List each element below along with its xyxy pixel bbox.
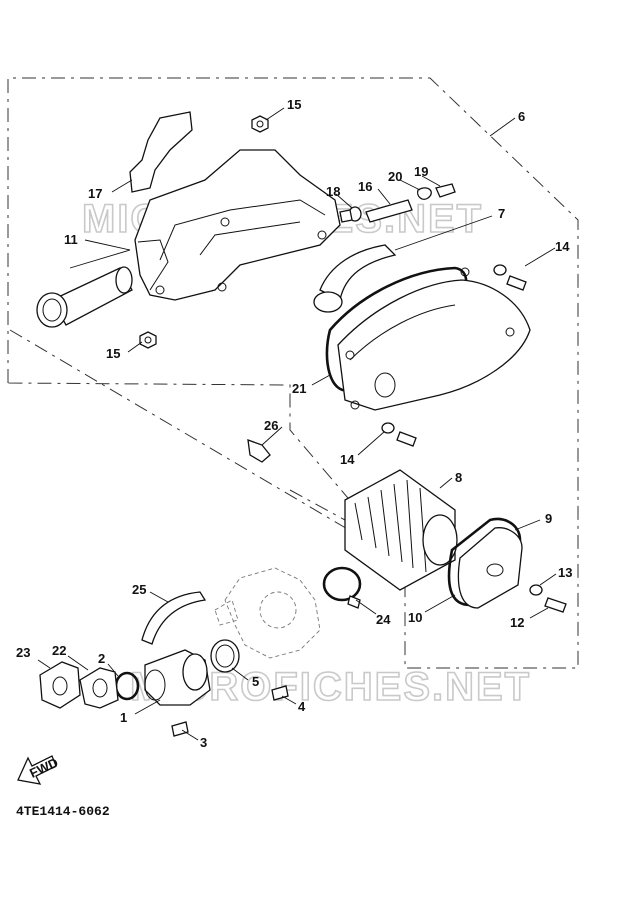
hose-26 [141, 591, 207, 645]
intake-joint-11 [36, 266, 133, 328]
label-part-17: 17 [88, 186, 102, 201]
fitting-18 [339, 206, 362, 223]
label-part-16: 16 [358, 179, 372, 194]
leader-lines [37, 107, 557, 741]
plate-17 [129, 111, 193, 193]
gasket-24 [39, 661, 81, 709]
label-part-4: 4 [298, 699, 306, 714]
clip-21 [416, 187, 432, 200]
label-part-25: 26 [264, 418, 278, 433]
label-part-1: 1 [120, 710, 127, 725]
label-part-22: 24 [376, 612, 391, 627]
duct-7-end [313, 291, 343, 313]
carburetor-outline [214, 567, 321, 659]
air-cleaner-cover-6 [337, 267, 531, 411]
label-part-15-top: 15 [287, 97, 301, 112]
gasket-19 [325, 266, 468, 392]
plug-20 [435, 183, 456, 198]
cap-9 [457, 527, 523, 609]
label-part-23: 22 [52, 643, 66, 658]
label-part-12: 12 [510, 615, 524, 630]
label-part-5: 5 [252, 674, 259, 689]
label-part-9: 9 [545, 511, 552, 526]
label-part-13: 13 [558, 565, 572, 580]
label-part-20: 19 [414, 164, 428, 179]
label-part-15-bottom: 15 [106, 346, 120, 361]
duct-7 [319, 244, 397, 301]
screw-14-upper [493, 264, 527, 291]
label-part-6: 6 [518, 109, 525, 124]
bolt-12 [544, 597, 567, 613]
assembly-boundary [7, 77, 579, 669]
screw-3 [171, 721, 189, 737]
hose-16 [365, 199, 413, 223]
washer-13 [529, 584, 543, 596]
label-part-8: 8 [455, 470, 462, 485]
screw-14-lower [381, 422, 417, 447]
label-part-10: 10 [408, 610, 422, 625]
screw-4 [271, 685, 289, 701]
band-clamp-22 [322, 566, 362, 609]
guide-line-left [9, 329, 401, 561]
bolt-25 [247, 439, 271, 463]
filter-element-8 [344, 469, 458, 591]
label-part-14-top: 14 [555, 239, 570, 254]
label-part-2: 2 [98, 651, 105, 666]
intake-manifold-1 [144, 649, 211, 706]
label-part-26: 25 [132, 582, 146, 597]
forward-arrow-icon: FWD [17, 755, 60, 785]
label-part-24: 23 [16, 645, 30, 660]
nut-15-lower [139, 331, 157, 349]
label-part-14-bottom: 14 [340, 452, 355, 467]
nut-15-upper [251, 115, 269, 133]
label-part-7: 7 [498, 206, 505, 221]
joint-plate-23 [79, 667, 119, 709]
guide-line-filter [289, 489, 346, 521]
drawing-code: 4TE1414-6062 [16, 804, 110, 819]
label-part-18: 18 [326, 184, 340, 199]
clamp-5 [210, 639, 240, 673]
forward-label: FWD [27, 755, 60, 781]
label-part-21: 20 [388, 169, 402, 184]
air-cleaner-case [134, 149, 341, 301]
label-part-3: 3 [200, 735, 207, 750]
label-part-11: 11 [64, 232, 78, 247]
label-part-19: 21 [292, 381, 306, 396]
